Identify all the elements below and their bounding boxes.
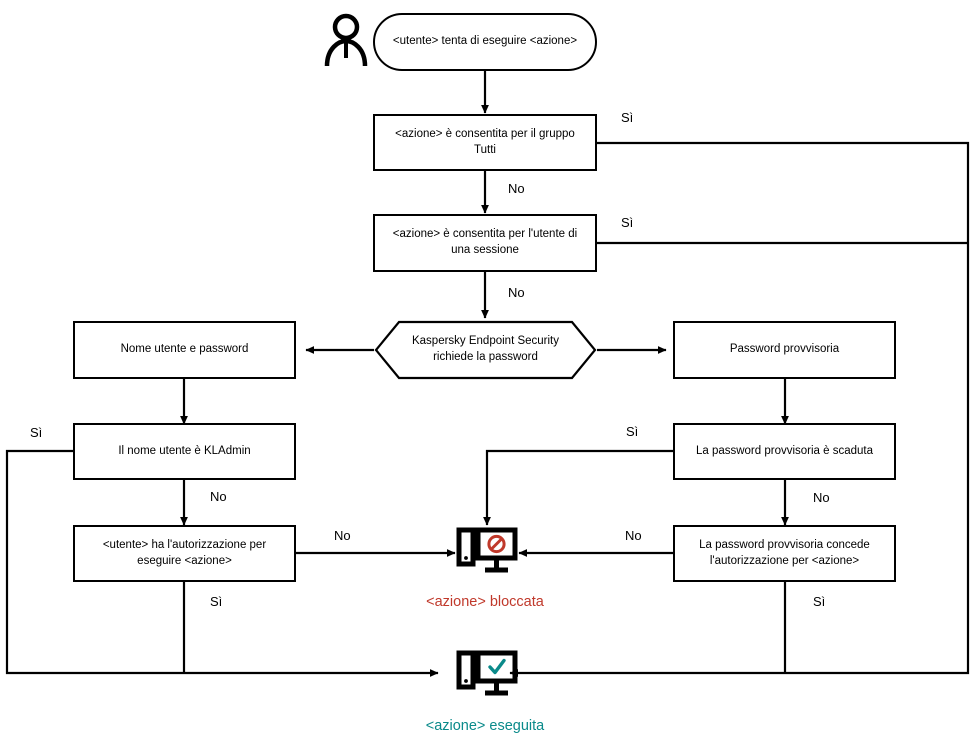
node-allowed-session-user-label: <azione> è consentita per l'utente di un… [392,228,578,256]
edge-label-expired-no: No [813,490,830,505]
node-username-is-kladmin-label: Il nome utente è KLAdmin [118,444,251,457]
user-actor [322,12,370,73]
node-allowed-group-all: <azione> è consentita per il gruppo Tutt… [373,114,597,171]
node-username-is-kladmin: Il nome utente è KLAdmin [73,423,296,480]
node-temp-password-expired: La password provvisoria è scaduta [673,423,896,480]
edge-label-group-all-no: No [508,181,525,196]
node-allowed-group-all-label: <azione> è consentita per il gruppo Tutt… [395,127,575,156]
edge-label-permission-yes: Sì [210,594,223,609]
edge-label-kladmin-yes: Sì [30,425,43,440]
edge-label-session-user-yes: Sì [621,215,634,230]
edge-label-kladmin-no: No [210,489,227,504]
edge-label-expired-yes: Sì [626,424,639,439]
edge-label-permission-no: No [334,528,351,543]
edge-label-session-user-no: No [508,285,525,300]
node-user-has-permission-label: <utente> ha l'autorizzazione per eseguir… [102,538,267,567]
node-temp-password-grants-permission: La password provvisoria concede l'autori… [673,525,896,582]
monitor-check-icon [456,650,518,696]
node-username-password: Nome utente e password [73,321,296,379]
node-temp-password-expired-label: La password provvisoria è scaduta [695,444,874,457]
node-kes-requests-password: Kaspersky Endpoint Security richiede la … [374,320,597,380]
start-node: <utente> tenta di eseguire <azione> [373,13,597,71]
start-node-label: <utente> tenta di eseguire <azione> [392,35,578,48]
node-temp-password-grants-permission-label: La password provvisoria concede l'autori… [699,538,870,567]
node-user-has-permission: <utente> ha l'autorizzazione per eseguir… [73,525,296,582]
edge-label-grants-yes: Sì [813,594,826,609]
node-kes-requests-password-label: Kaspersky Endpoint Security richiede la … [411,335,560,363]
edge-label-grants-no: No [625,528,642,543]
monitor-blocked-icon [456,527,518,573]
blocked-endpoint [456,527,518,584]
edge-expired-yes [483,449,673,526]
node-temporary-password: Password provvisoria [673,321,896,379]
edge-label-group-all-yes: Sì [621,110,634,125]
blocked-endpoint-label: <azione> bloccata [426,594,544,610]
performed-endpoint [456,650,518,707]
person-icon [324,13,368,67]
node-username-password-label: Nome utente e password [120,343,249,356]
performed-endpoint-label: <azione> eseguita [425,718,545,734]
node-temporary-password-label: Password provvisoria [729,343,840,356]
node-allowed-session-user: <azione> è consentita per l'utente di un… [373,214,597,272]
